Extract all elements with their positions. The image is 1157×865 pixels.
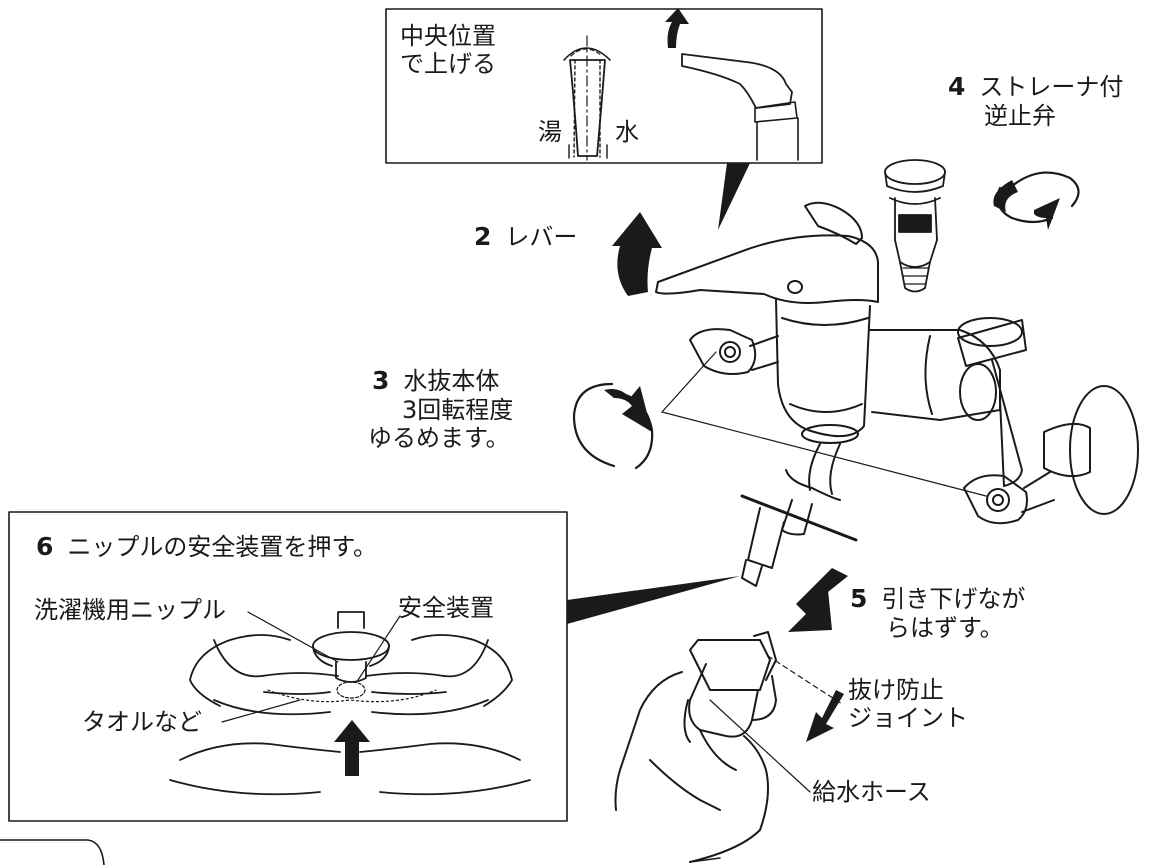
arrow-down-icon xyxy=(788,568,848,632)
step2-label: 2 レバー xyxy=(474,222,577,252)
joint-line1: 抜け防止 xyxy=(848,676,944,704)
step3-line1: 水抜本体 xyxy=(403,367,500,395)
step5-label: 5 引き下げなが らはずす。 xyxy=(850,584,1025,642)
step2-text: レバー xyxy=(505,223,578,251)
callout-instruction: 中央位置 で上げる xyxy=(400,22,496,79)
step4-line2: 逆止弁 xyxy=(984,101,1056,130)
supply-hose-leader xyxy=(709,699,811,793)
step3-number: 3 xyxy=(372,366,390,395)
step5-number: 5 xyxy=(850,584,868,613)
joint-dashed-leader xyxy=(767,655,843,705)
supply-hose-label: 給水ホース xyxy=(812,778,931,806)
callout-pointer xyxy=(718,163,750,230)
joint-line2: ジョイント xyxy=(848,704,968,733)
nipple-leader xyxy=(247,611,339,663)
towel-label: タオルなど xyxy=(82,708,202,736)
rotate-cw-icon xyxy=(993,171,1080,230)
inset-pointer xyxy=(567,576,740,624)
step4-number: 4 xyxy=(948,72,966,101)
callout-instruction-line1: 中央位置 xyxy=(400,22,496,50)
bottom-tab xyxy=(0,839,105,865)
lever-callout-box xyxy=(385,8,823,164)
hand-holding-hose xyxy=(614,631,777,863)
anti-removal-joint-label: 抜け防止 ジョイント xyxy=(848,676,968,733)
arrow-down-icon xyxy=(806,690,844,742)
hot-label: 湯 xyxy=(538,118,562,146)
step4-line1: ストレーナ付 xyxy=(979,73,1124,101)
step5-line1: 引き下げなが xyxy=(881,585,1026,613)
arrow-up-icon xyxy=(612,212,662,296)
step6-number: 6 xyxy=(36,532,54,561)
arrow-up-icon xyxy=(334,720,370,776)
step3-leader-left xyxy=(661,351,717,413)
step6-text: ニップルの安全装置を押す。 xyxy=(67,533,378,561)
strainer-check-valve xyxy=(884,159,946,293)
cold-label: 水 xyxy=(615,118,639,146)
step3-leader-right xyxy=(661,411,987,497)
step3-label: 3 水抜本体 3回転程度 ゆるめます。 xyxy=(368,366,514,452)
safety-device-leader xyxy=(357,615,401,681)
faucet xyxy=(655,201,1139,587)
step3-line3: ゆるめます。 xyxy=(368,423,510,452)
arrow-up-icon xyxy=(665,8,689,48)
towel-leader xyxy=(221,699,301,723)
lever-side-view xyxy=(681,53,799,161)
lever-front-view xyxy=(563,35,611,161)
step5-line2: らはずす。 xyxy=(886,613,1004,642)
callout-instruction-line2: で上げる xyxy=(400,50,496,79)
nipple-label: 洗濯機用ニップル xyxy=(34,596,226,624)
rotate-ccw-icon xyxy=(572,382,654,470)
step3-line2: 3回転程度 xyxy=(402,395,514,424)
step2-number: 2 xyxy=(474,222,492,251)
hose-line xyxy=(689,857,721,863)
safety-device-label: 安全装置 xyxy=(398,594,494,622)
step4-label: 4 ストレーナ付 逆止弁 xyxy=(948,72,1123,130)
step6-label: 6 ニップルの安全装置を押す。 xyxy=(36,532,377,562)
hands-pressing-nipple xyxy=(169,611,531,796)
